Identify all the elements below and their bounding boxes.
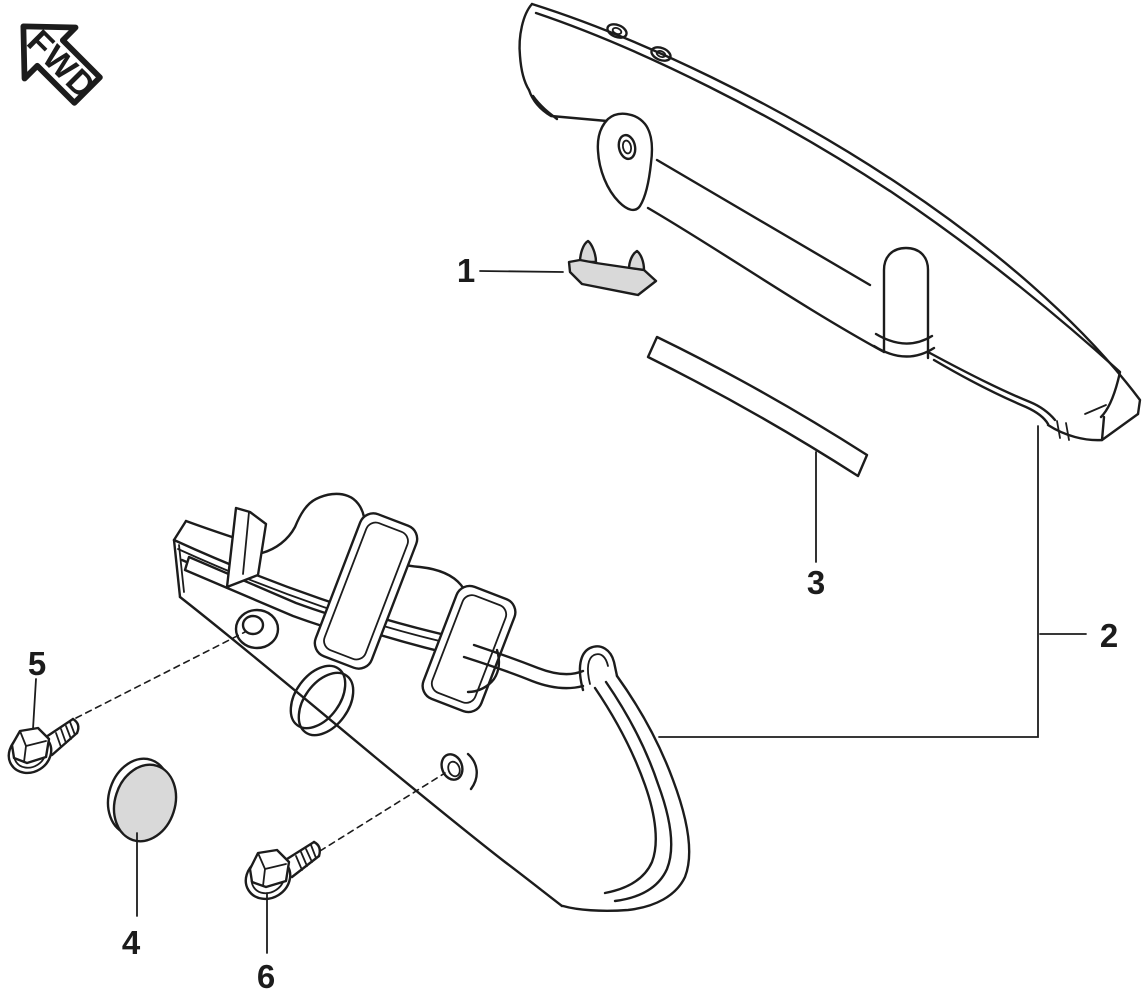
- drum-hook: [578, 645, 619, 692]
- callout-3[interactable]: 3: [807, 564, 825, 601]
- part-6-flange-bolt: [244, 772, 446, 901]
- chain-guard-upper: [518, 2, 1142, 442]
- part-5-flange-bolt: [7, 631, 246, 775]
- callout-6[interactable]: 6: [257, 958, 275, 990]
- rivet-hole-left: [606, 23, 628, 39]
- assembly-line-bolt6: [319, 772, 446, 852]
- part-1-pin-plate: [567, 239, 658, 297]
- case-window-left: [313, 512, 419, 670]
- case-upright-tab: [225, 506, 268, 589]
- callout-leaders: [32, 270, 1087, 954]
- callout-1[interactable]: 1: [457, 252, 475, 289]
- bolt-hole-rear: [440, 752, 478, 791]
- callout-labels: 1 2 3 4 5 6: [28, 252, 1118, 990]
- leader-5: [32, 678, 37, 730]
- callout-5[interactable]: 5: [28, 645, 46, 682]
- rivet-hole-right: [650, 46, 672, 62]
- fwd-arrow-icon: FWD: [19, 23, 103, 107]
- part-3-strip: [646, 335, 869, 478]
- oval-opening: [289, 664, 355, 737]
- part-4-plug-cap: [106, 757, 178, 843]
- plate-pin-left: [578, 239, 598, 264]
- assembly-line-bolt5: [75, 631, 246, 719]
- leader-1: [479, 270, 564, 273]
- plate-pin-right: [627, 249, 646, 272]
- callout-2[interactable]: 2: [1100, 617, 1118, 654]
- chain-case-lower: [172, 492, 691, 912]
- leader-2-bracket: [658, 425, 1087, 738]
- bolt-hole-front: [234, 608, 280, 650]
- callout-4[interactable]: 4: [122, 924, 141, 961]
- guard-mount-tab: [596, 112, 654, 212]
